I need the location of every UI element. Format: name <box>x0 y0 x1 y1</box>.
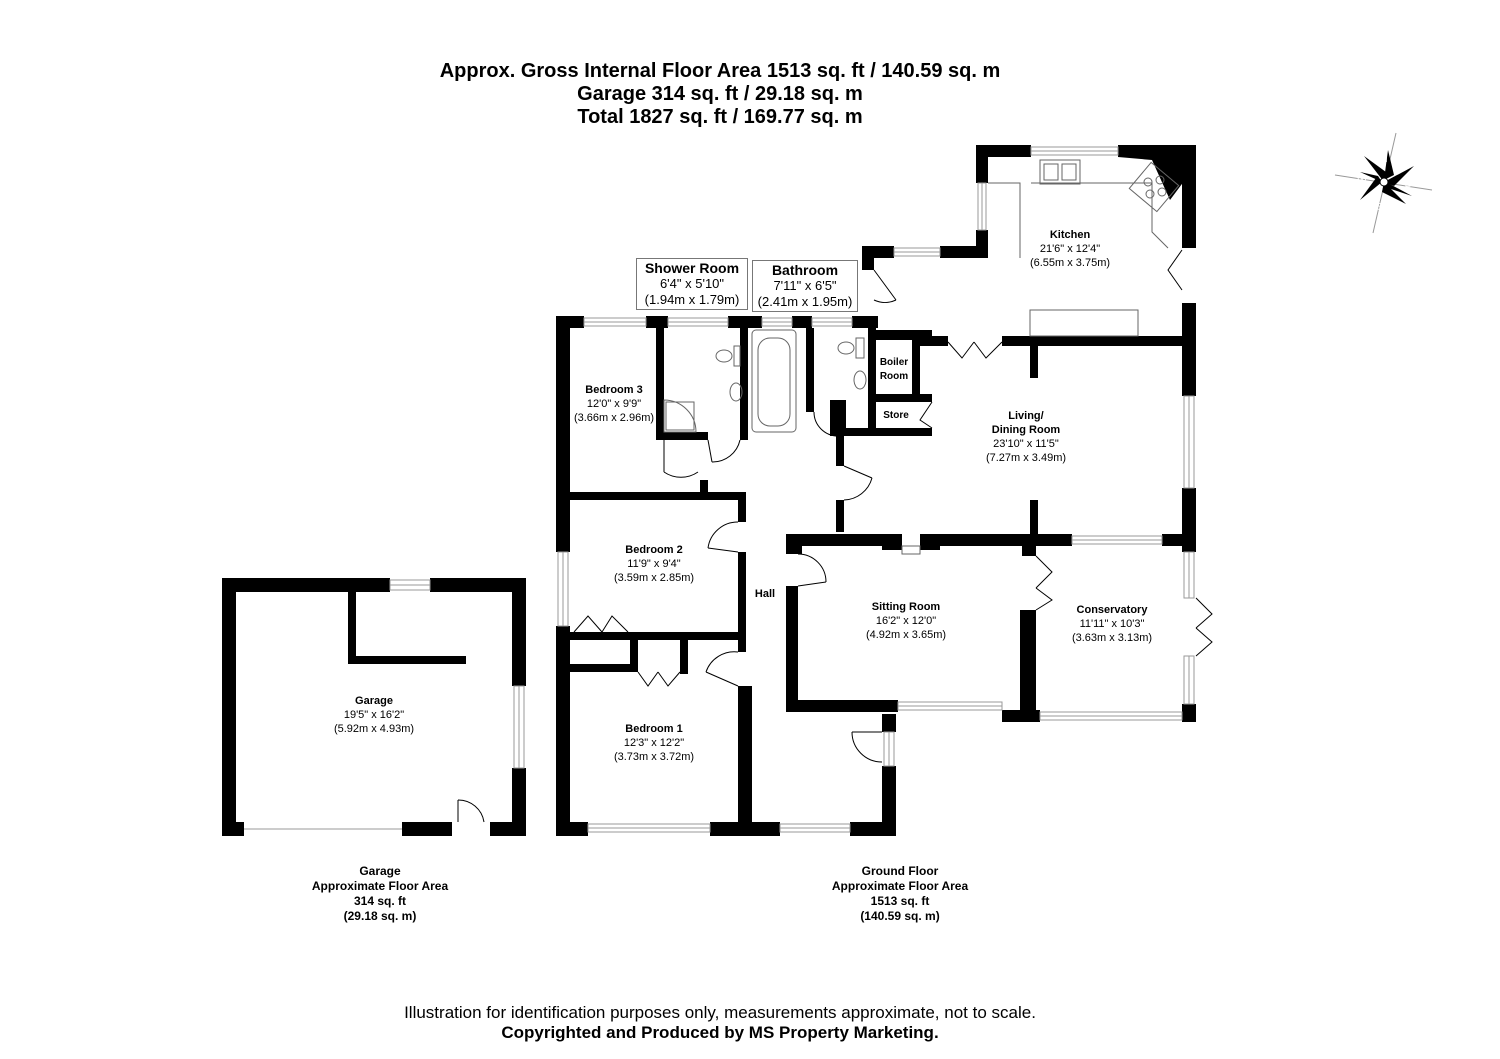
doors <box>573 249 1213 763</box>
compass: N E S W <box>1334 132 1433 234</box>
gross-area-title: Approx. Gross Internal Floor Area 1513 s… <box>439 60 1001 82</box>
copyright-text: Copyrighted and Produced by MS Property … <box>501 1023 939 1042</box>
house-windows <box>557 146 1195 833</box>
total-area-title: Total 1827 sq. ft / 169.77 sq. m <box>577 106 863 128</box>
room-bedroom-1: Bedroom 1 12'3" x 12'2" (3.73m x 3.72m) <box>613 723 695 763</box>
room-hall: Hall <box>754 588 776 600</box>
room-bathroom: Bathroom 7'11" x 6'5" (2.41m x 1.95m) <box>752 260 858 312</box>
fixtures <box>663 159 1180 555</box>
room-conservatory: Conservatory 11'11" x 10'3" (3.63m x 3.1… <box>1071 604 1153 644</box>
garage-area-summary: Garage Approximate Floor Area 314 sq. ft… <box>311 864 449 923</box>
compass-west: W <box>1357 176 1367 187</box>
house-walls <box>556 145 1196 836</box>
room-garage: Garage 19'5" x 16'2" (5.92m x 4.93m) <box>333 695 415 735</box>
room-kitchen: Kitchen 21'6" x 12'4" (6.55m x 3.75m) <box>1029 229 1111 269</box>
room-bedroom-2: Bedroom 2 11'9" x 9'4" (3.59m x 2.85m) <box>613 544 695 584</box>
disclaimer-footer: Illustration for identification purposes… <box>300 1003 1140 1043</box>
ground-floor-area-summary: Ground Floor Approximate Floor Area 1513… <box>831 864 969 923</box>
room-shower-room: Shower Room 6'4" x 5'10" (1.94m x 1.79m) <box>636 258 748 310</box>
garage-windows <box>244 579 525 830</box>
room-sitting-room: Sitting Room 16'2" x 12'0" (4.92m x 3.65… <box>865 601 947 641</box>
room-boiler-room: Boiler Room <box>879 357 909 382</box>
room-store: Store <box>883 410 909 421</box>
floor-area-header: Approx. Gross Internal Floor Area 1513 s… <box>300 60 1140 129</box>
compass-south: S <box>1377 202 1384 213</box>
compass-north: N <box>1380 154 1387 165</box>
compass-east: E <box>1405 182 1412 193</box>
room-bedroom-3: Bedroom 3 12'0" x 9'9" (3.66m x 2.96m) <box>573 384 655 424</box>
garage-area-title: Garage 314 sq. ft / 29.18 sq. m <box>577 83 863 105</box>
garage-door <box>457 799 485 823</box>
garage-walls <box>222 578 526 836</box>
room-living-dining: Living/ Dining Room 23'10" x 11'5" (7.27… <box>985 410 1067 464</box>
disclaimer-text: Illustration for identification purposes… <box>404 1003 1036 1022</box>
